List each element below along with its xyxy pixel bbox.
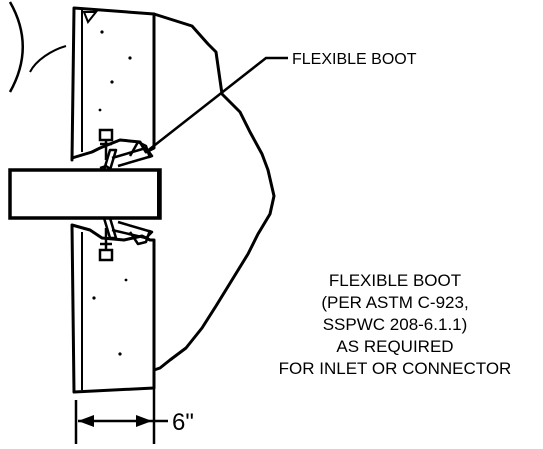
pipe-stub — [8, 168, 162, 220]
boot-clamp-bolt-lower — [98, 228, 114, 262]
reference-arc-outer — [29, 45, 67, 73]
flexible-boot-callout: FLEXIBLE BOOT — [292, 51, 417, 68]
upper-wall-section — [70, 6, 156, 162]
wall-thickness-dimension — [74, 376, 168, 444]
note-line-5: FOR INLET OR CONNECTOR — [279, 359, 512, 378]
wall-thickness-value: 6" — [172, 409, 194, 436]
note-line-1: FLEXIBLE BOOT — [329, 271, 461, 290]
boot-clamp-bolt-upper — [98, 128, 114, 160]
note-line-2: (PER ASTM C-923, — [321, 293, 468, 312]
note-line-3: SSPWC 208-6.1.1) — [323, 315, 468, 334]
excavation-boundary — [153, 12, 276, 372]
note-line-4: AS REQUIRED — [336, 337, 453, 356]
boot-note: FLEXIBLE BOOT (PER ASTM C-923, SSPWC 208… — [279, 271, 512, 378]
flexible-boot-leader — [145, 56, 288, 153]
wall-corner-marker — [82, 11, 99, 24]
reference-arc — [8, 1, 24, 93]
